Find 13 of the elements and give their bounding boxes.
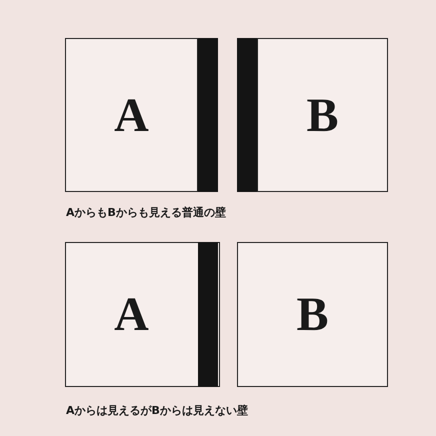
room-box [65, 38, 198, 192]
room-letter: B [306, 88, 338, 142]
wall-bar [237, 38, 257, 192]
room-letter: A [114, 88, 149, 142]
room-box [237, 242, 388, 387]
room-box [257, 38, 388, 192]
room-letter: A [114, 287, 149, 342]
room-box [65, 242, 220, 387]
caption: Aからは見えるがBからは見えない壁 [66, 403, 248, 418]
room-letter: B [296, 287, 328, 342]
caption: AからもBからも見える普通の壁 [66, 205, 226, 220]
wall-bar [198, 38, 218, 192]
wall-bar [198, 242, 218, 386]
